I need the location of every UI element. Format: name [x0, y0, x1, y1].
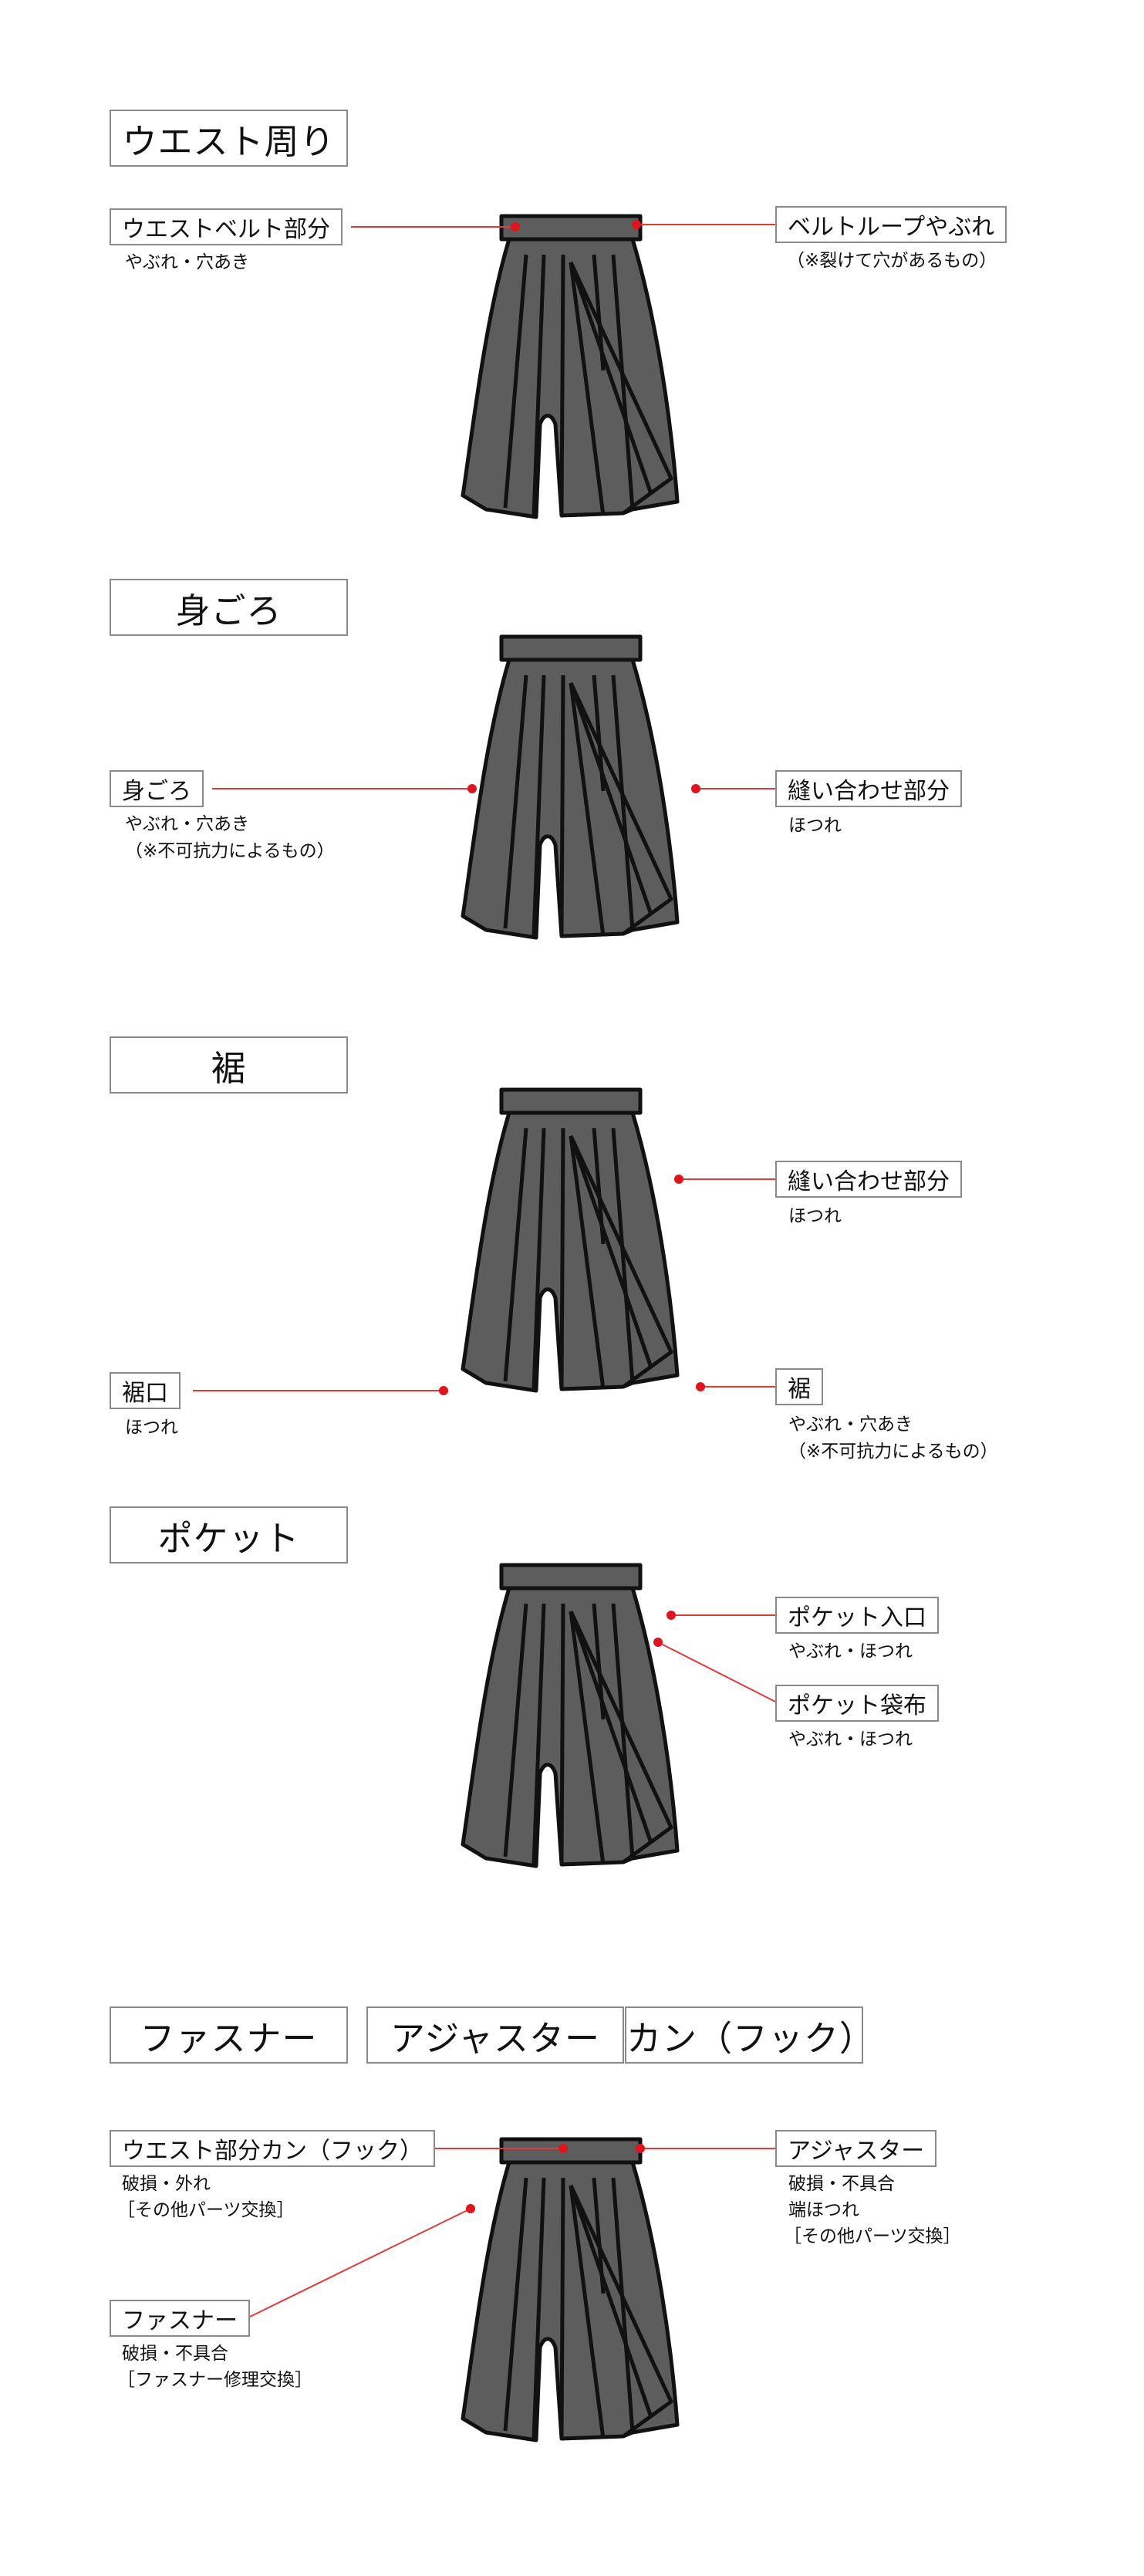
marker-waist-belt [511, 222, 520, 232]
note-zipper-1: 破損・不具合 [122, 2344, 228, 2364]
marker-belt-loop [632, 220, 641, 229]
marker-pocket-bag [653, 1638, 663, 1647]
heading-hem: 裾 [110, 1036, 348, 1094]
heading-adjuster: アジャスター [366, 2006, 624, 2064]
note-adjuster-2: 端ほつれ [788, 2200, 859, 2220]
section-waist-skirt [463, 216, 677, 517]
note-belt-loop-1: （※裂けて穴があるもの） [787, 251, 997, 271]
label-hook: ウエスト部分カン（フック） [110, 2130, 435, 2167]
note-pocket-entry-1: やぶれ・ほつれ [788, 1641, 913, 1662]
label-pocket-bag: ポケット袋布 [775, 1685, 939, 1722]
label-adjuster: アジャスター [775, 2130, 937, 2167]
leader-zipper [248, 2208, 471, 2318]
marker-hook [559, 2144, 568, 2153]
marker-hem-opening [439, 1386, 448, 1395]
note-hem-2: （※不可抗力によるもの） [788, 1442, 998, 1462]
note-zipper-2: ［ファスナー修理交換］ [117, 2370, 312, 2390]
label-waist-belt: ウエストベルト部分 [110, 208, 343, 245]
marker-zipper [466, 2204, 475, 2213]
label-belt-loop: ベルトループやぶれ [775, 206, 1007, 243]
marker-hem [696, 1382, 705, 1391]
label-body-seam: 縫い合わせ部分 [775, 770, 962, 807]
label-hem: 裾 [775, 1368, 823, 1405]
heading-waist: ウエスト周り [110, 110, 348, 167]
leader-pocket-bag [657, 1641, 776, 1702]
heading-hook: カン（フック） [625, 2006, 874, 2064]
marker-body-seam [691, 784, 700, 793]
note-body-2: （※不可抗力によるもの） [125, 841, 335, 861]
note-pocket-bag-1: やぶれ・ほつれ [788, 1729, 913, 1749]
label-hem-opening: 裾口 [110, 1372, 181, 1409]
note-adjuster-1: 破損・不具合 [788, 2174, 895, 2194]
note-hem-seam-1: ほつれ [788, 1206, 842, 1226]
heading-pocket: ポケット [110, 1506, 348, 1564]
marker-hem-seam [674, 1175, 683, 1184]
note-body-seam-1: ほつれ [788, 816, 842, 836]
label-body: 身ごろ [110, 770, 204, 807]
label-hem-seam: 縫い合わせ部分 [775, 1161, 962, 1198]
note-adjuster-3: ［その他パーツ交換］ [784, 2226, 961, 2246]
marker-pocket-entry [666, 1611, 676, 1620]
section-hem-skirt [463, 1090, 677, 1391]
note-hem-1: やぶれ・穴あき [788, 1415, 913, 1435]
note-hook-1: 破損・外れ [122, 2174, 211, 2194]
heading-body: 身ごろ [110, 579, 348, 636]
section-body-skirt [463, 637, 677, 938]
label-zipper: ファスナー [110, 2300, 250, 2337]
section-hardware-skirt [463, 2139, 677, 2440]
note-hem-opening-1: ほつれ [125, 1418, 178, 1438]
note-body-1: やぶれ・穴あき [125, 814, 249, 834]
note-waist-belt-1: やぶれ・穴あき [125, 252, 249, 272]
label-pocket-entry: ポケット入口 [775, 1597, 939, 1634]
heading-zipper: ファスナー [110, 2006, 348, 2064]
marker-body [467, 784, 477, 793]
note-hook-2: ［その他パーツ交換］ [117, 2200, 295, 2220]
section-pocket-skirt [463, 1565, 677, 1866]
marker-adjuster [636, 2144, 645, 2153]
